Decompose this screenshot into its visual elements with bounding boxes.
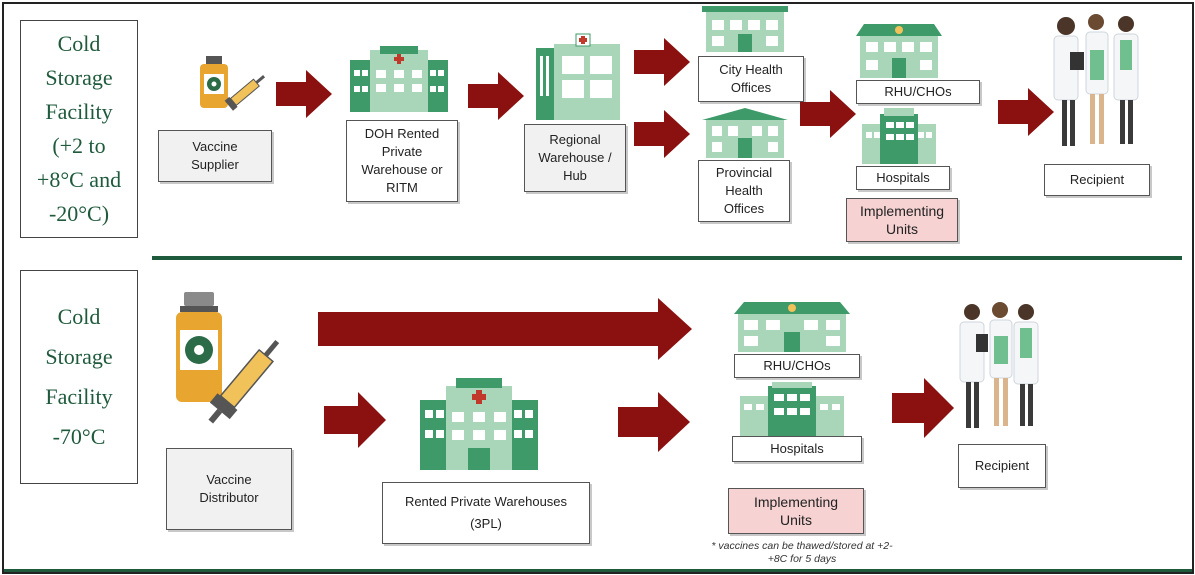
hospital-building-icon <box>536 33 620 120</box>
flow-arrow <box>998 88 1054 136</box>
flow-arrow <box>800 90 856 138</box>
rented-private-warehouses-label: Rented Private Warehouses (3PL) <box>382 482 590 544</box>
doh-warehouse-label: DOH Rented Private Warehouse or RITM <box>346 120 458 202</box>
flow-arrow <box>468 72 524 120</box>
facility-line: +8°C and <box>36 167 122 192</box>
facility-line: -20°C) <box>48 201 110 226</box>
health-workers-icon <box>959 302 1039 428</box>
hospitals-label: Hospitals <box>732 436 862 462</box>
facility-line: (+2 to <box>52 133 106 158</box>
implementing-units-label: Implementing Units <box>728 488 864 534</box>
rhu-cho-label: RHU/CHOs <box>856 80 980 104</box>
thaw-storage-note: * vaccines can be thawed/stored at +2-+8… <box>711 540 893 565</box>
health-office-icon <box>702 108 788 158</box>
health-office-icon <box>734 302 850 352</box>
facility-line: Cold <box>57 31 101 56</box>
warehouses-line2: (3PL) <box>470 516 502 531</box>
rhu-cho-label: RHU/CHOs <box>734 354 860 378</box>
facility-line: Storage <box>45 65 113 90</box>
facility-line: Facility <box>45 99 113 124</box>
hospital-building-icon <box>862 108 936 164</box>
implementing-units-label: Implementing Units <box>846 198 958 242</box>
warehouse-icon <box>420 378 538 470</box>
flow-arrow <box>618 392 690 452</box>
vaccine-vial-syringe-icon <box>176 292 280 424</box>
facility-line: Facility <box>45 384 113 409</box>
flow-arrow <box>276 70 332 118</box>
vaccine-supplier-label: Vaccine Supplier <box>158 130 272 182</box>
regional-warehouse-label: Regional Warehouse / Hub <box>524 124 626 192</box>
health-office-icon <box>856 24 942 78</box>
flow-arrow <box>892 378 954 438</box>
recipient-label: Recipient <box>1044 164 1150 196</box>
provincial-health-offices-label: Provincial Health Offices <box>698 160 790 222</box>
flow-arrow <box>324 392 386 448</box>
top-facility-box: Cold Storage Facility (+2 to +8°C and -2… <box>20 20 138 238</box>
facility-line: Cold <box>57 304 101 329</box>
hospitals-label: Hospitals <box>856 166 950 190</box>
health-workers-icon <box>1053 14 1139 146</box>
bottom-border-line <box>4 569 1192 572</box>
vaccine-distributor-label: Vaccine Distributor <box>166 448 292 530</box>
flow-arrow <box>634 38 690 86</box>
city-health-offices-label: City Health Offices <box>698 56 804 102</box>
flow-arrow-long <box>318 298 692 360</box>
hospital-building-icon <box>740 382 844 436</box>
health-office-icon <box>702 6 788 52</box>
warehouses-line1: Rented Private Warehouses <box>404 494 568 509</box>
bottom-facility-box: Cold Storage Facility -70°C <box>20 270 138 484</box>
recipient-label: Recipient <box>958 444 1046 488</box>
facility-line: -70°C <box>52 424 106 449</box>
vaccine-vial-syringe-icon <box>200 56 266 111</box>
section-separator <box>152 256 1182 260</box>
flow-arrow <box>634 110 690 158</box>
warehouse-icon <box>350 46 448 112</box>
facility-line: Storage <box>45 344 113 369</box>
